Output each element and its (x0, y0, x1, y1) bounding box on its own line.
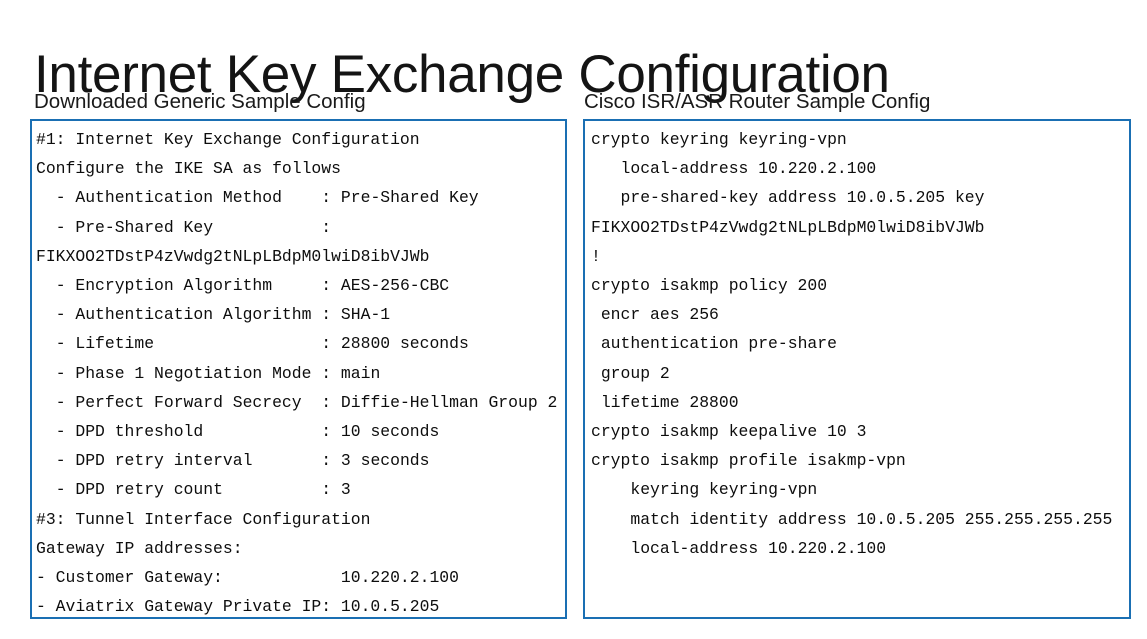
config-line: - Authentication Algorithm : SHA-1 (36, 305, 391, 325)
config-line: #3: Tunnel Interface Configuration (36, 509, 371, 529)
config-line: crypto isakmp keepalive 10 3 (591, 422, 867, 442)
config-line: Configure the IKE SA as follows (36, 159, 341, 179)
config-line: encr aes 256 (591, 305, 719, 325)
config-line: - Customer Gateway: 10.220.2.100 (36, 568, 459, 588)
config-line: group 2 (591, 363, 670, 383)
config-line: crypto isakmp profile isakmp-vpn (591, 451, 906, 471)
config-line: crypto keyring keyring-vpn (591, 130, 847, 149)
config-line: local-address 10.220.2.100 (591, 159, 877, 179)
right-column-header: Cisco ISR/ASR Router Sample Config (584, 90, 931, 113)
config-line: - Perfect Forward Secrecy : Diffie-Hellm… (36, 392, 558, 412)
config-line: - DPD threshold : 10 seconds (36, 422, 440, 442)
config-line: crypto isakmp policy 200 (591, 276, 828, 296)
cisco-sample-config-box: crypto keyring keyring-vpn local-address… (583, 119, 1131, 619)
page-title: Internet Key Exchange Configuration (34, 44, 890, 104)
left-column-header: Downloaded Generic Sample Config (34, 90, 366, 113)
config-line: - Authentication Method : Pre-Shared Key (36, 188, 479, 208)
config-line: match identity address 10.0.5.205 255.25… (591, 509, 1113, 529)
config-line: authentication pre-share (591, 334, 837, 354)
config-line: keyring keyring-vpn (591, 480, 818, 500)
config-line: - Pre-Shared Key : FIKXOO2TDstP4zVwdg2tN… (36, 217, 430, 266)
cisco-sample-config-text: crypto keyring keyring-vpn local-address… (585, 121, 1129, 563)
config-line: pre-shared-key address 10.0.5.205 key FI… (591, 188, 995, 237)
config-line: - Aviatrix Gateway Private IP: 10.0.5.20… (36, 597, 440, 617)
config-line: #1: Internet Key Exchange Configuration (36, 130, 420, 149)
config-line: ! (591, 246, 601, 266)
config-line: lifetime 28800 (591, 392, 739, 412)
config-line: - DPD retry count : 3 (36, 480, 351, 500)
config-line: - Encryption Algorithm : AES-256-CBC (36, 276, 450, 296)
config-line: Gateway IP addresses: (36, 538, 243, 558)
config-line: - Phase 1 Negotiation Mode : main (36, 363, 381, 383)
config-line: - Lifetime : 28800 seconds (36, 334, 469, 354)
config-line: - DPD retry interval : 3 seconds (36, 451, 430, 471)
config-line: local-address 10.220.2.100 (591, 538, 887, 558)
